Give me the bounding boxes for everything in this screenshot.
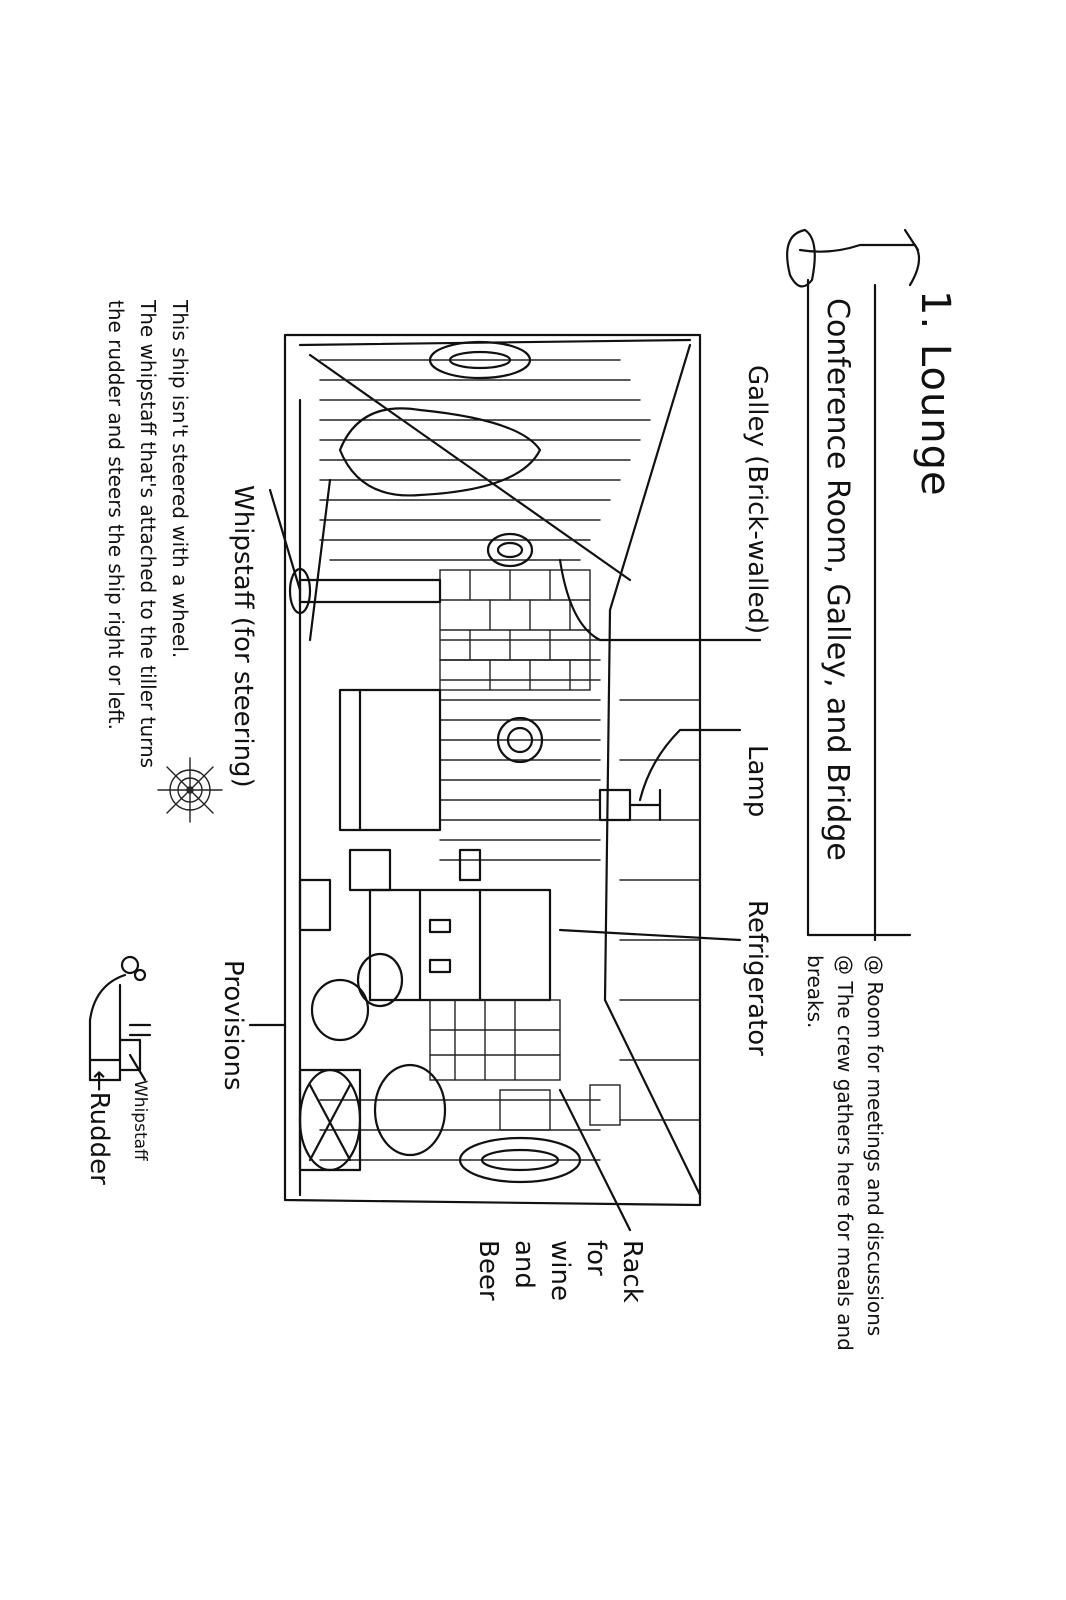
description-list: @ Room for meetings and discussions @ Th… (800, 955, 890, 1355)
brick-wall (439, 569, 591, 691)
callout-whipstaff: Whipstaff (for steering) (228, 485, 258, 788)
inset-whipstaff-rudder-diagram (88, 955, 152, 1082)
room-outline (283, 333, 702, 1207)
callout-refrigerator: Refrigerator (742, 900, 772, 1056)
callout-galley: Galley (Brick-walled) (742, 365, 772, 635)
bullet-item: @ The crew gathers here for meals and br… (803, 955, 857, 1351)
floor-planks (319, 359, 701, 1161)
at-sign-spiral-icon: @ (863, 955, 887, 982)
section-title: 1. Lounge (912, 290, 958, 497)
scroll-banner-outline (786, 228, 921, 942)
refrigerator-drawing (368, 888, 552, 1002)
section-number: 1. (912, 290, 958, 331)
inset-whipstaff-label: Whipstaff (130, 1080, 150, 1161)
wine-rack-drawing (429, 999, 621, 1131)
provisions-drawing (298, 878, 447, 1172)
bullet-item: @ Room for meetings and discussions (863, 955, 887, 1337)
ship-wheel-icon (157, 757, 223, 823)
hatch-shapes (338, 340, 582, 1184)
table-drawing (338, 688, 482, 892)
callout-rack: Rack for wine and Beer (473, 1240, 647, 1303)
callout-lamp: Lamp (742, 745, 772, 818)
callout-provisions: Provisions (218, 960, 248, 1091)
footnote: This ship isn't steered with a wheel. Th… (104, 300, 192, 769)
lamp-drawing (598, 788, 662, 822)
scroll-banner-text: Conference Room, Galley, and Bridge (820, 298, 855, 861)
callout-leaders (248, 488, 762, 1232)
inset-rudder-label: ←Rudder (84, 1070, 114, 1185)
section-title-text: Lounge (912, 343, 958, 497)
at-sign-spiral-icon: @ (833, 955, 857, 982)
